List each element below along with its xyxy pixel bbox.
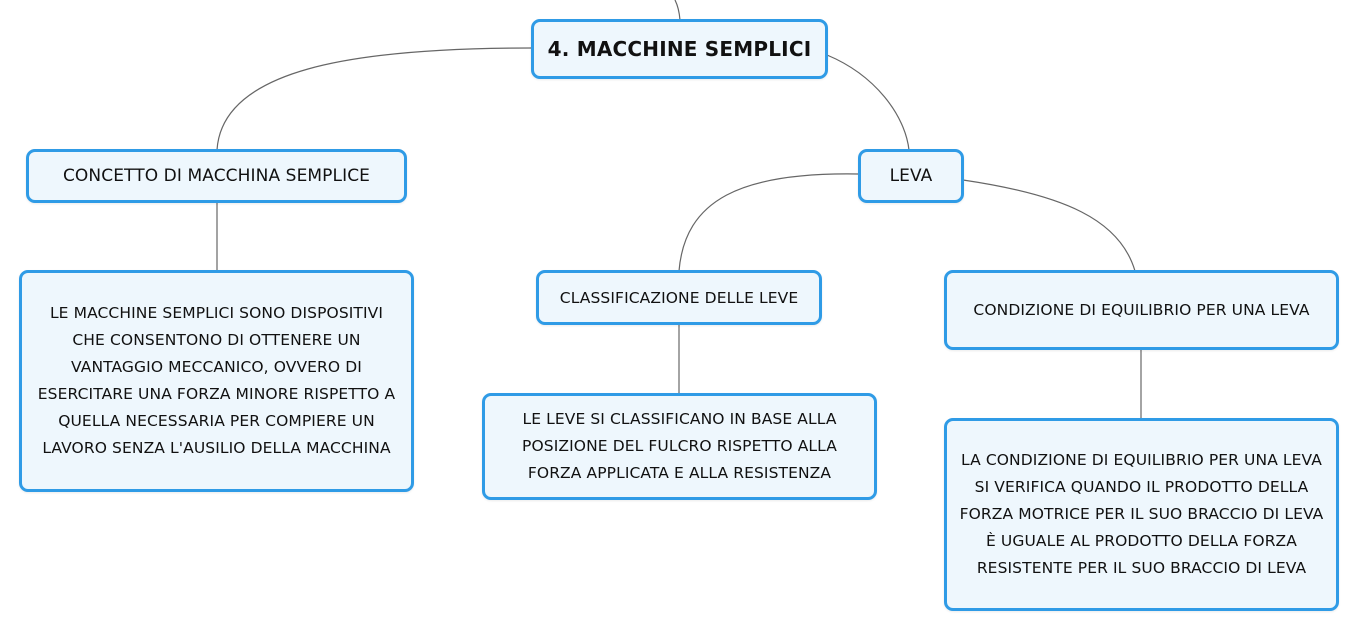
connector-root-parent bbox=[674, 0, 681, 21]
classification-label: CLASSIFICAZIONE DELLE LEVE bbox=[559, 288, 799, 307]
concept-text-node[interactable]: LE MACCHINE SEMPLICI SONO DISPOSITIVI CH… bbox=[19, 270, 414, 492]
leva-node[interactable]: LEVA bbox=[858, 149, 964, 203]
connector-root-leva bbox=[826, 54, 910, 151]
equilibrium-label: CONDIZIONE DI EQUILIBRIO PER UNA LEVA bbox=[973, 301, 1310, 319]
concept-label: CONCETTO DI MACCHINA SEMPLICE bbox=[62, 166, 371, 186]
classification-node[interactable]: CLASSIFICAZIONE DELLE LEVE bbox=[536, 270, 822, 325]
connector-leva-classification bbox=[678, 173, 859, 272]
concept-text: LE MACCHINE SEMPLICI SONO DISPOSITIVI CH… bbox=[37, 304, 396, 457]
classification-text-node[interactable]: LE LEVE SI CLASSIFICANO IN BASE ALLA POS… bbox=[482, 393, 877, 500]
root-node[interactable]: 4. MACCHINE SEMPLICI bbox=[531, 19, 828, 79]
classification-text: LE LEVE SI CLASSIFICANO IN BASE ALLA POS… bbox=[522, 410, 837, 482]
root-label: 4. MACCHINE SEMPLICI bbox=[547, 37, 812, 61]
connector-leva-equilibrium bbox=[962, 179, 1136, 272]
concept-node[interactable]: CONCETTO DI MACCHINA SEMPLICE bbox=[26, 149, 407, 203]
equilibrium-node[interactable]: CONDIZIONE DI EQUILIBRIO PER UNA LEVA bbox=[944, 270, 1339, 350]
equilibrium-text: LA CONDIZIONE DI EQUILIBRIO PER UNA LEVA… bbox=[959, 451, 1324, 577]
connector-root-concept bbox=[216, 47, 532, 151]
leva-label: LEVA bbox=[889, 166, 933, 186]
equilibrium-text-node[interactable]: LA CONDIZIONE DI EQUILIBRIO PER UNA LEVA… bbox=[944, 418, 1339, 611]
